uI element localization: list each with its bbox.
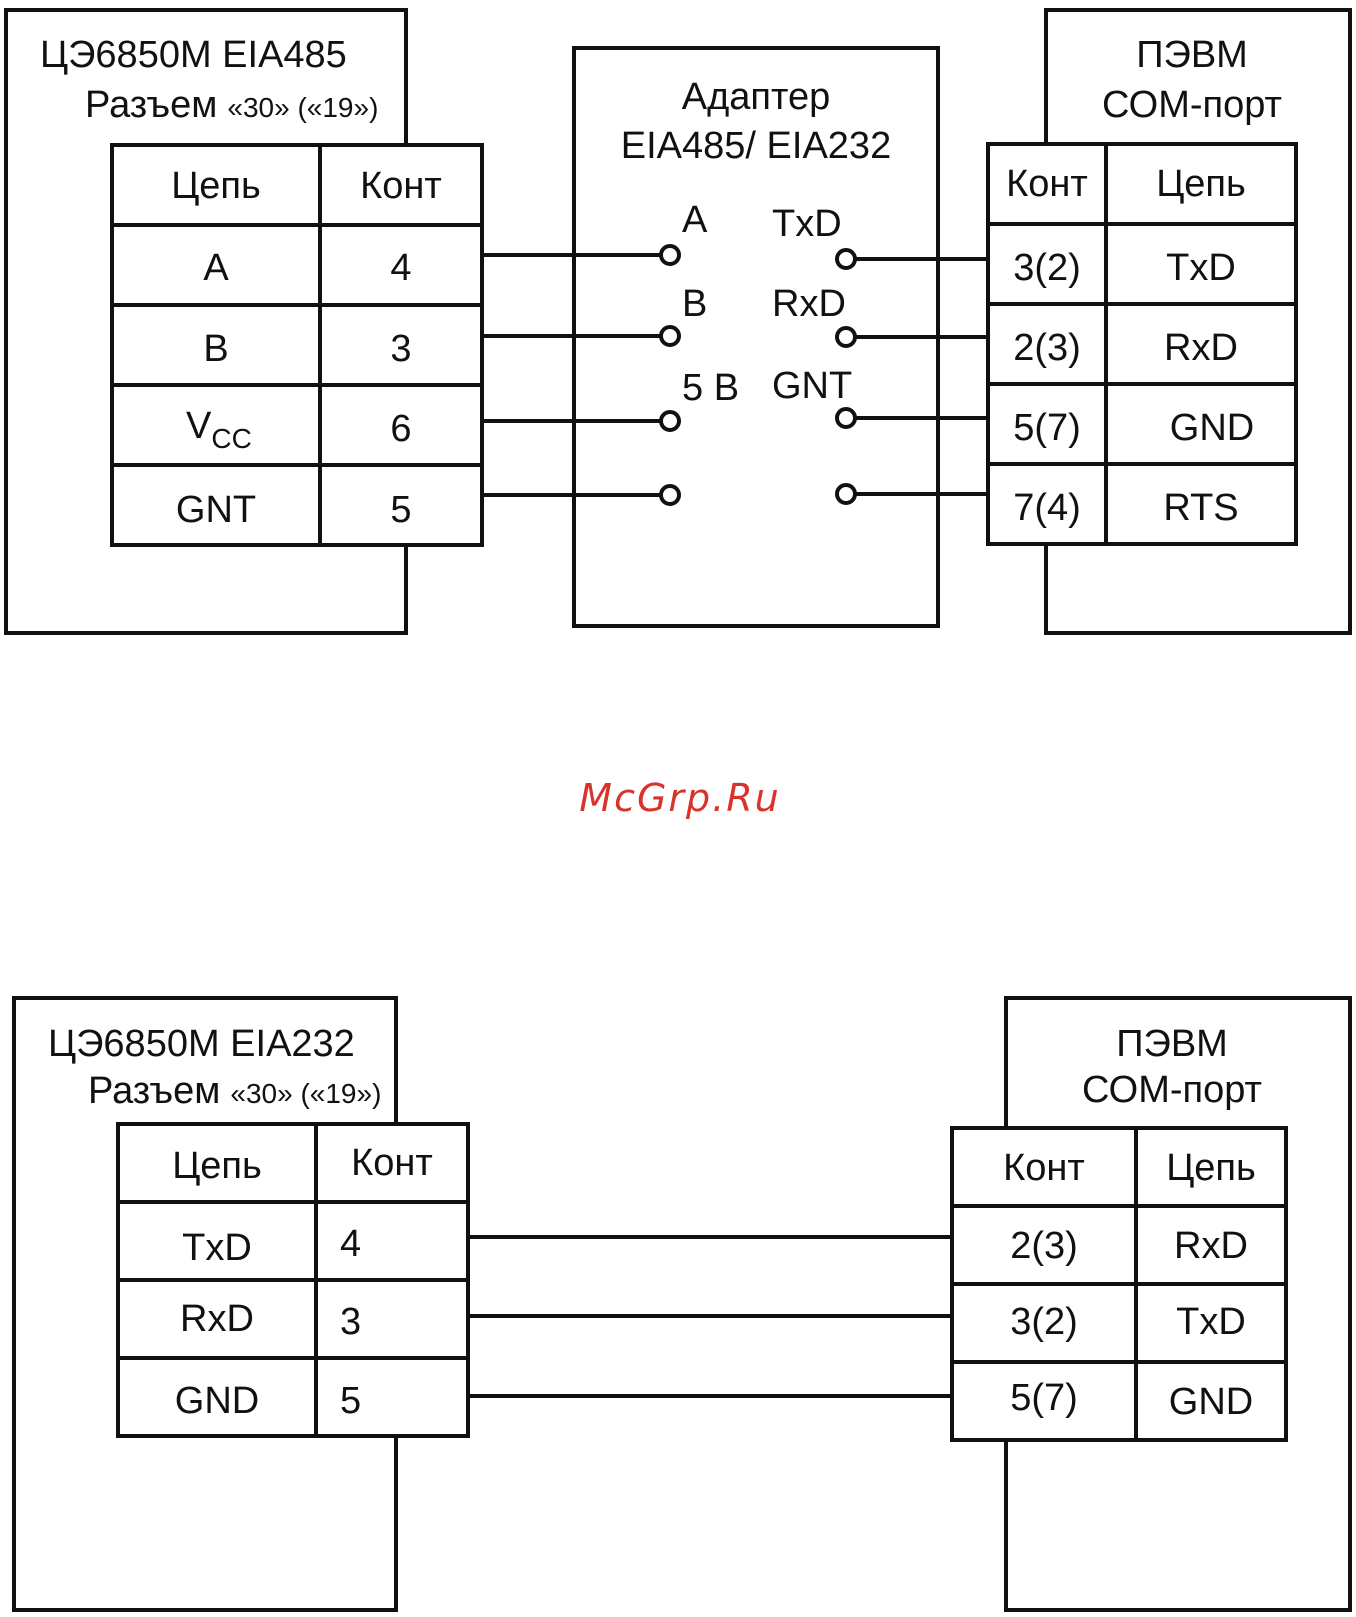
terminal-b: [661, 327, 679, 345]
cell-circuit-gnd: GND: [1169, 1381, 1253, 1423]
pc-com-port-table-2: Конт Цепь 2(3) RxD 3(2) TxD 5(7) GND: [952, 1128, 1286, 1440]
adapter-pin-rxd-label: RxD: [772, 283, 846, 325]
cell-circuit-rxd: RxD: [180, 1298, 254, 1340]
cell-contact-4: 4: [340, 1223, 361, 1265]
cell-circuit-gnd: GND: [175, 1380, 259, 1422]
adapter-title-line1: Адаптер: [682, 76, 830, 118]
cell-contact-5-7: 5(7): [1010, 1377, 1078, 1419]
table-header-contact: Конт: [360, 165, 442, 207]
cell-contact-3: 3: [390, 328, 411, 370]
pc-com-port-block-2: ПЭВМ СОМ-порт Конт Цепь 2(3) RxD 3(2) Tx…: [952, 998, 1350, 1610]
cell-contact-3-2: 3(2): [1010, 1301, 1078, 1343]
adapter-pin-5v-label: 5 B: [682, 367, 739, 409]
cell-contact-6: 6: [390, 408, 411, 450]
cell-circuit-rxd: RxD: [1174, 1225, 1248, 1267]
adapter-pin-txd-label: TxD: [772, 203, 842, 245]
cell-contact-5-7: 5(7): [1013, 407, 1081, 449]
terminal-rxd: [837, 328, 855, 346]
meter-eia485-connector: Разъем«30» («19»): [85, 84, 378, 126]
meter-eia485-title: ЦЭ6850М EIA485: [40, 34, 347, 76]
meter-eia232-title: ЦЭ6850М EIA232: [48, 1023, 355, 1065]
pc-title-line2: СОМ-порт: [1082, 1069, 1262, 1111]
cell-contact-2-3: 2(3): [1013, 327, 1081, 369]
cell-contact-5: 5: [390, 489, 411, 531]
table-header-contact: Конт: [351, 1142, 433, 1184]
terminal-gnt: [837, 409, 855, 427]
cell-contact-4: 4: [390, 247, 411, 289]
cell-circuit-rxd: RxD: [1164, 327, 1238, 369]
adapter-pin-a-label: A: [682, 199, 708, 241]
wires-diagram2: [468, 1237, 952, 1396]
table-header-contact: Конт: [1003, 1147, 1085, 1189]
table-header-circuit: Цепь: [1166, 1147, 1256, 1189]
cell-contact-3: 3: [340, 1301, 361, 1343]
cell-circuit-txd: TxD: [1166, 247, 1236, 289]
diagram-eia232: ЦЭ6850М EIA232 Разъем«30» («19») Цепь Ко…: [14, 998, 1350, 1610]
meter-eia485-block: ЦЭ6850М EIA485 Разъем«30» («19») Цепь Ко…: [6, 10, 482, 633]
cell-circuit-txd: TxD: [182, 1227, 252, 1269]
cell-contact-2-3: 2(3): [1010, 1225, 1078, 1267]
cell-circuit-txd: TxD: [1176, 1301, 1246, 1343]
table-header-circuit: Цепь: [172, 1145, 262, 1187]
meter-eia485-table: Цепь Конт A 4 B 3 VCC 6 GNT 5: [112, 145, 482, 545]
meter-eia232-connector: Разъем«30» («19»): [88, 1070, 381, 1112]
terminal-gnt-left: [661, 486, 679, 504]
table-header-circuit: Цепь: [171, 165, 261, 207]
cell-contact-3-2: 3(2): [1013, 247, 1081, 289]
adapter-pin-gnt-label: GNT: [772, 365, 852, 407]
cell-circuit-a: A: [203, 247, 229, 289]
adapter-pin-b-label: B: [682, 283, 707, 325]
cell-contact-7-4: 7(4): [1013, 487, 1081, 529]
terminal-rts: [837, 485, 855, 503]
cell-circuit-gnt: GNT: [176, 489, 256, 531]
meter-eia232-block: ЦЭ6850М EIA232 Разъем«30» («19») Цепь Ко…: [14, 998, 468, 1610]
meter-eia232-table: Цепь Конт TxD 4 RxD 3 GND 5: [118, 1124, 468, 1436]
pc-title-line2: СОМ-порт: [1102, 84, 1282, 126]
terminal-5v: [661, 412, 679, 430]
table-header-contact: Конт: [1006, 163, 1088, 205]
pc-title-line1: ПЭВМ: [1116, 1023, 1228, 1065]
watermark-text: McGrp.Ru: [579, 776, 780, 820]
table-header-circuit: Цепь: [1156, 163, 1246, 205]
cell-circuit-rts: RTS: [1163, 487, 1238, 529]
pc-title-line1: ПЭВМ: [1136, 34, 1248, 76]
diagram-eia485: ЦЭ6850М EIA485 Разъем«30» («19») Цепь Ко…: [6, 10, 1350, 633]
cell-circuit-gnd: GND: [1170, 407, 1254, 449]
cell-contact-5: 5: [340, 1380, 361, 1422]
pc-com-port-block-1: ПЭВМ СОМ-порт Конт Цепь 3(2) TxD 2(3) Rx…: [988, 10, 1350, 633]
cell-circuit-b: B: [203, 328, 228, 370]
pc-com-port-table-1: Конт Цепь 3(2) TxD 2(3) RxD 5(7) GND 7(4…: [988, 144, 1296, 544]
terminal-txd: [837, 250, 855, 268]
adapter-title-line2: EIA485/ EIA232: [621, 125, 891, 167]
terminal-a: [661, 246, 679, 264]
